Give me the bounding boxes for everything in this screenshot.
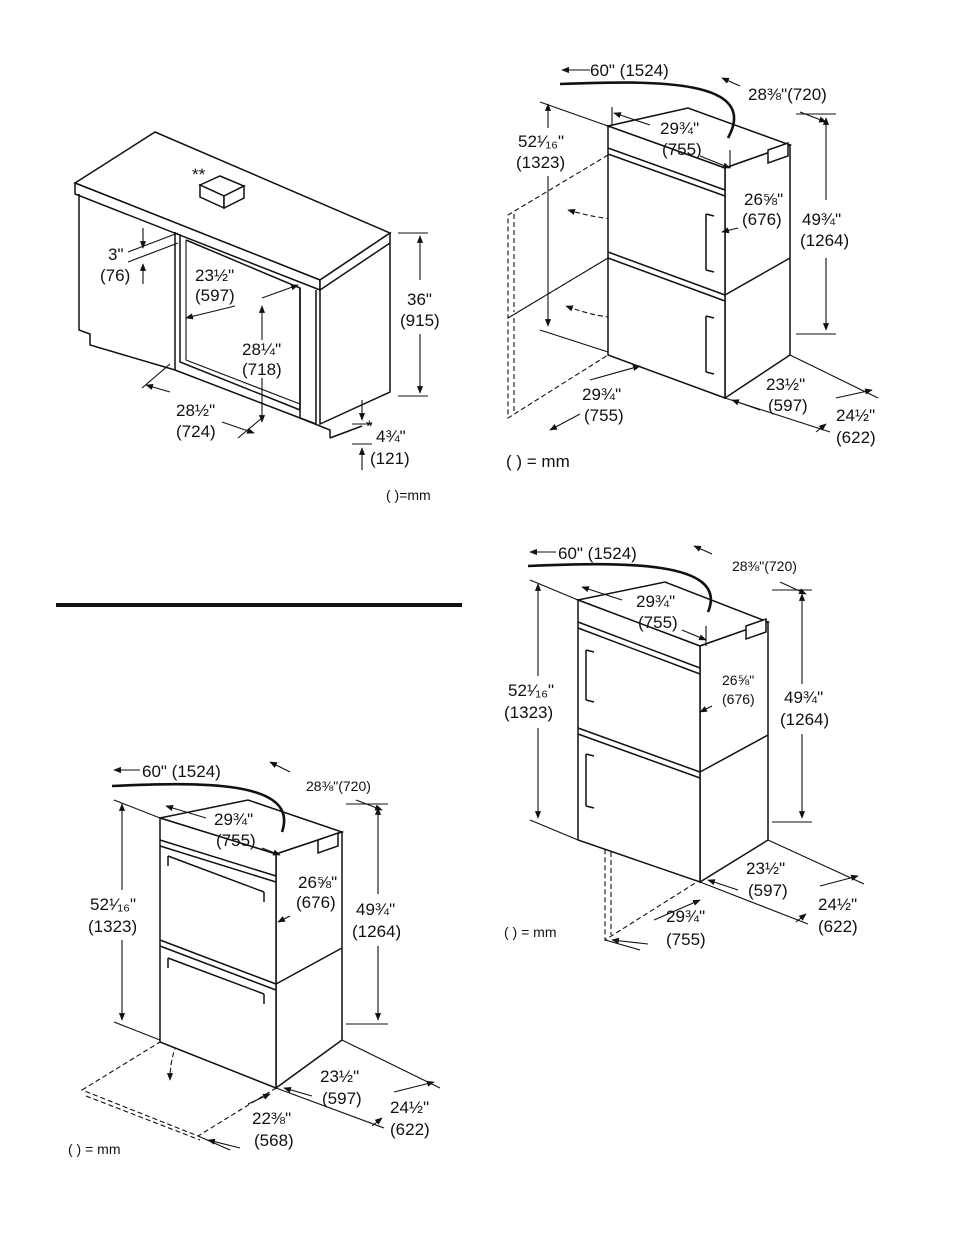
junction-box (198, 175, 246, 210)
oven3-lower-handle (167, 957, 265, 1004)
oven3-upper-handle (167, 855, 265, 902)
cabinet-dim-28-5-mm: (724) (176, 422, 216, 441)
oven1-mm-legend: ( ) = mm (506, 452, 570, 471)
right-cabinet-side (319, 243, 391, 426)
oven2-upper-handle (585, 649, 595, 703)
oven2-door-swing-mm: (755) (666, 930, 706, 949)
oven2-depth-bottom-mm: (597) (748, 881, 788, 900)
oven2-depth-overall: 24½" (818, 895, 857, 914)
cabinet-dim-4-75-mm: (121) (370, 449, 410, 468)
oven1-width-top-mm: (755) (662, 140, 702, 159)
oven3-inner-depth: 26⅝" (298, 873, 337, 892)
cabinet-mm-legend: ( )=mm (386, 487, 431, 503)
oven1-body-height: 49¾" (802, 210, 841, 229)
oven3-depth-bottom: 23½" (320, 1067, 359, 1086)
power-cord (559, 81, 736, 139)
oven1-door-swing: 29¾" (582, 385, 621, 404)
oven3-door-drop-mm: (568) (254, 1131, 294, 1150)
cutout-frame (179, 234, 301, 411)
oven2-lower-handle (585, 753, 595, 809)
lower-door-handle (705, 315, 715, 375)
oven1-width-top: 29¾" (660, 119, 699, 138)
oven-front-face (607, 124, 726, 400)
oven3-power-cord (111, 782, 286, 833)
oven1-height-total-mm: (1323) (516, 153, 565, 172)
oven1-door-swing-mm: (755) (584, 406, 624, 425)
cabinet-dim-3-label: 3" (108, 245, 124, 264)
cabinet-dim-28-5-label: 28½" (176, 401, 215, 420)
oven2-depth-top: 28⅜"(720) (732, 558, 797, 574)
oven3-side-panel (275, 830, 343, 1090)
oven1-depth-overall: 24½" (836, 406, 875, 425)
oven1-depth-top: 28⅜"(720) (748, 85, 827, 104)
oven1-inner-depth-mm: (676) (742, 210, 782, 229)
oven1-body-height-mm: (1264) (800, 231, 849, 250)
oven3-width-top-mm: (755) (216, 831, 256, 850)
oven3-width-top: 29¾" (214, 810, 253, 829)
cabinet-dim-4-75-label: 4¾" (376, 427, 406, 446)
upper-door-handle (705, 213, 715, 273)
oven3-depth-overall-mm: (622) (390, 1120, 430, 1139)
oven2-door-swing: 29¾" (666, 907, 705, 926)
cabinet-dim-23-5-mm: (597) (195, 286, 235, 305)
oven1-depth-bottom: 23½" (766, 375, 805, 394)
oven3-inner-depth-mm: (676) (296, 893, 336, 912)
cabinet-dim-36-mm: (915) (400, 311, 440, 330)
oven2-inner-depth: 26⅝" (722, 672, 754, 688)
right-cabinet-panel (299, 288, 317, 426)
oven-side-panel (724, 143, 791, 400)
oven2-inner-depth-mm: (676) (722, 691, 755, 707)
oven3-mm-legend: ( ) = mm (68, 1141, 121, 1157)
oven2-depth-bottom: 23½" (746, 859, 785, 878)
oven2-power-cord (527, 562, 712, 613)
lower-door-swing-outline (507, 257, 609, 419)
oven3-depth-bottom-mm: (597) (322, 1089, 362, 1108)
oven2-mm-legend: ( ) = mm (504, 924, 557, 940)
oven2-rear-vent (745, 617, 767, 641)
oven-drop-door-diagram: 60" (1524) 28⅜"(720) 29¾" (755) 52¹⁄₁₆" … (68, 761, 441, 1157)
oven2-height-total-mm: (1323) (504, 703, 553, 722)
oven3-body-height: 49¾" (356, 900, 395, 919)
toe-kick (299, 417, 331, 438)
oven1-height-total: 52¹⁄₁₆" (518, 132, 564, 151)
cabinet-dim-23-5-label: 23½" (195, 266, 234, 285)
oven1-inner-depth: 26⅝" (744, 190, 783, 209)
cabinet-cutout-diagram: 3" (76) 23½" (597) 28¼" (718) 28½" (724)… (73, 131, 440, 503)
lower-door-swing-outline-2 (604, 774, 701, 941)
oven3-cord-length: 60" (1524) (142, 762, 221, 781)
oven1-cord-length: 60" (1524) (590, 61, 669, 80)
oven1-depth-overall-mm: (622) (836, 428, 876, 447)
oven1-depth-bottom-mm: (597) (768, 396, 808, 415)
cabinet-asterisk-side: * (366, 417, 373, 436)
oven3-depth-top: 28⅜"(720) (306, 778, 371, 794)
rear-vent (767, 141, 789, 165)
oven3-door-drop: 22⅜" (252, 1109, 291, 1128)
oven3-body-height-mm: (1264) (352, 922, 401, 941)
oven3-height-total-mm: (1323) (88, 917, 137, 936)
oven3-rear-vent (317, 831, 339, 855)
cabinet-dim-28-25-mm: (718) (242, 360, 282, 379)
upper-door-swing-outline (507, 154, 609, 319)
cabinet-asterisks-top: ** (192, 165, 206, 184)
oven2-cord-length: 60" (1524) (558, 544, 637, 563)
oven2-body-height-mm: (1264) (780, 710, 829, 729)
cabinet-dim-28-25-label: 28¼" (242, 340, 281, 359)
oven3-height-total: 52¹⁄₁₆" (90, 895, 136, 914)
oven-side-swing-diagram: 60" (1524) 28⅜"(720) 29¾" (755) 52¹⁄₁₆" … (506, 61, 879, 471)
left-cabinet-outline (78, 194, 176, 371)
oven2-height-total: 52¹⁄₁₆" (508, 681, 554, 700)
cabinet-dim-3-mm: (76) (100, 266, 130, 285)
oven3-depth-overall: 24½" (390, 1098, 429, 1117)
oven2-body-height: 49¾" (784, 688, 823, 707)
oven2-side-panel (699, 620, 769, 884)
cabinet-dim-36-label: 36" (407, 290, 432, 309)
oven2-width-top-mm: (755) (638, 613, 678, 632)
oven2-width-top: 29¾" (636, 592, 675, 611)
oven2-depth-overall-mm: (622) (818, 917, 858, 936)
oven-left-hinge-diagram: 60" (1524) 28⅜"(720) 29¾" (755) 52¹⁄₁₆" … (504, 544, 865, 951)
